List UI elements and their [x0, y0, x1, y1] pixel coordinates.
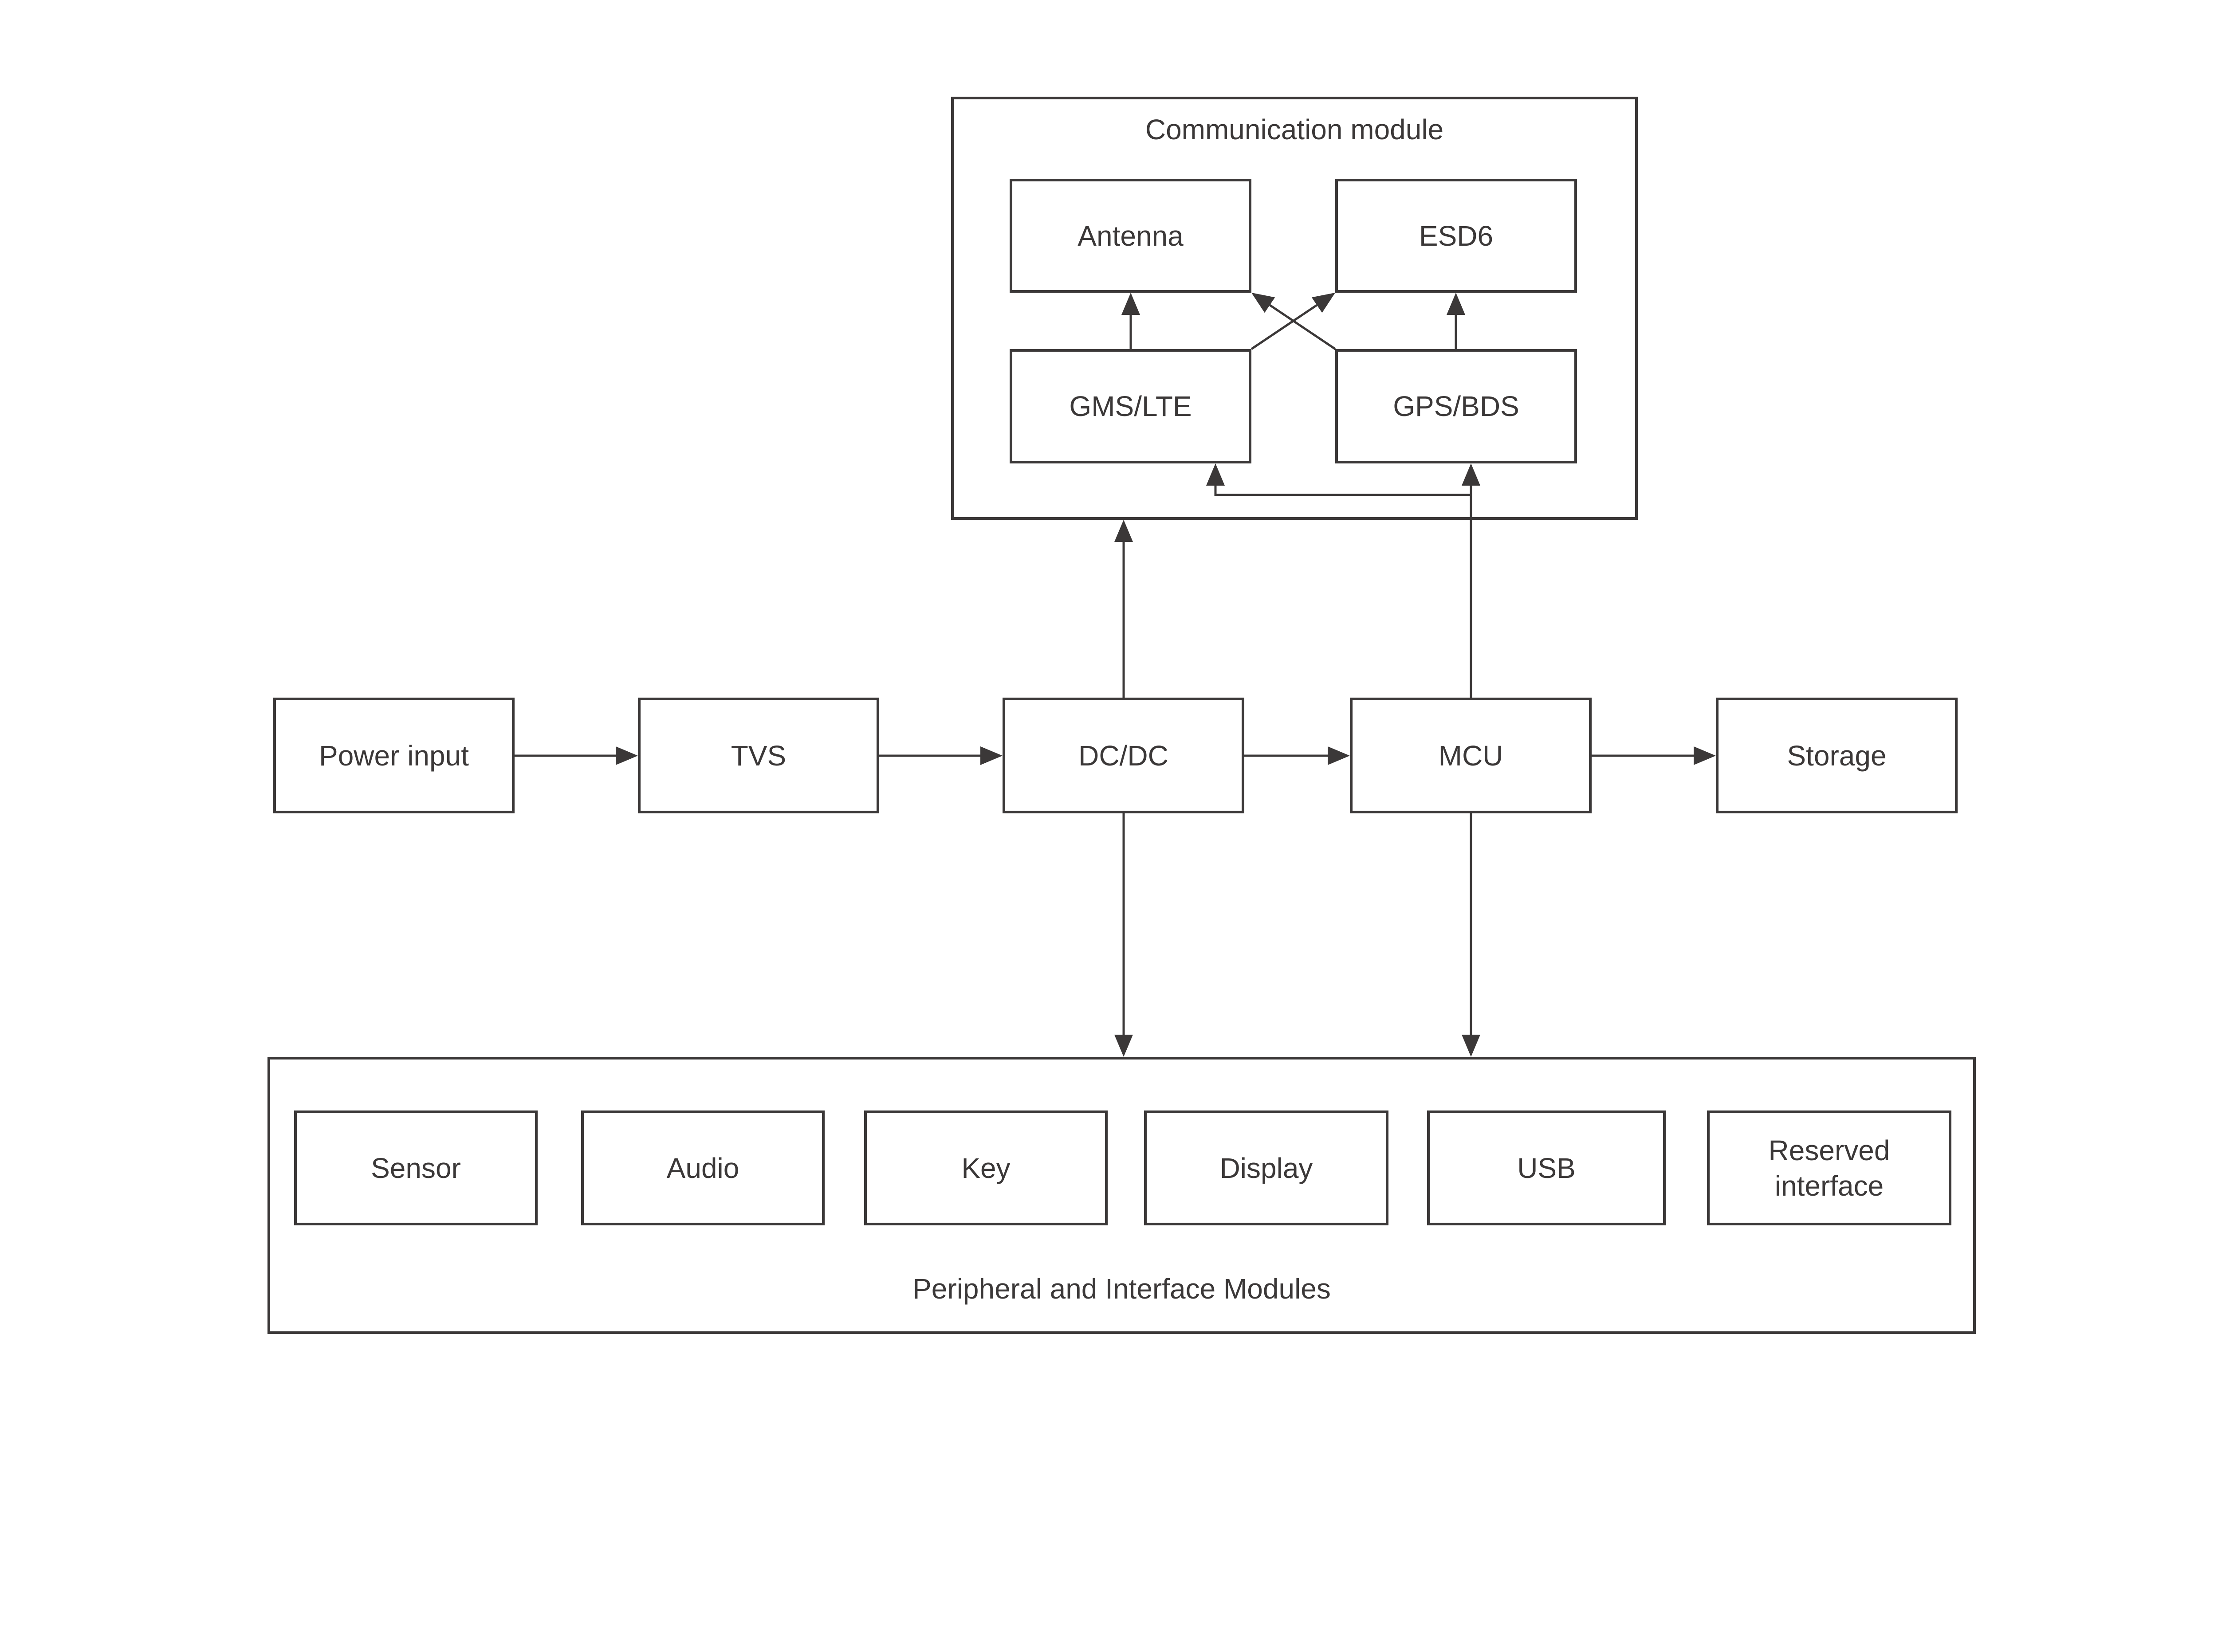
box-esd6: ESD6 — [1335, 179, 1577, 293]
box-tvs: TVS — [638, 698, 879, 813]
arrow-mcu-to-peripheral-icon — [1462, 813, 1480, 1057]
box-sensor: Sensor — [294, 1110, 538, 1225]
box-antenna: Antenna — [1010, 179, 1251, 293]
box-storage: Storage — [1716, 698, 1958, 813]
box-power-input: Power input — [273, 698, 515, 813]
box-key: Key — [864, 1110, 1108, 1225]
arrow-mcu-to-storage-icon — [1592, 746, 1716, 765]
arrow-dcdc-to-mcu-icon — [1244, 746, 1350, 765]
box-mcu: MCU — [1350, 698, 1592, 813]
box-reserved-interface: Reserved interface — [1707, 1110, 1951, 1225]
box-gms-lte: GMS/LTE — [1010, 349, 1251, 463]
peripheral-modules-title: Peripheral and Interface Modules — [912, 1273, 1331, 1305]
arrow-tvs-to-dcdc-icon — [879, 746, 1003, 765]
communication-module-title: Communication module — [1145, 114, 1444, 145]
box-audio: Audio — [581, 1110, 825, 1225]
box-gps-bds: GPS/BDS — [1335, 349, 1577, 463]
peripheral-modules-container — [267, 1057, 1976, 1334]
arrow-dcdc-to-communication-icon — [1114, 520, 1133, 698]
arrow-power-to-tvs-icon — [515, 746, 638, 765]
box-dcdc: DC/DC — [1003, 698, 1244, 813]
box-usb: USB — [1427, 1110, 1666, 1225]
communication-module-container — [951, 97, 1638, 520]
box-display: Display — [1144, 1110, 1388, 1225]
arrow-dcdc-to-peripheral-icon — [1114, 813, 1133, 1057]
